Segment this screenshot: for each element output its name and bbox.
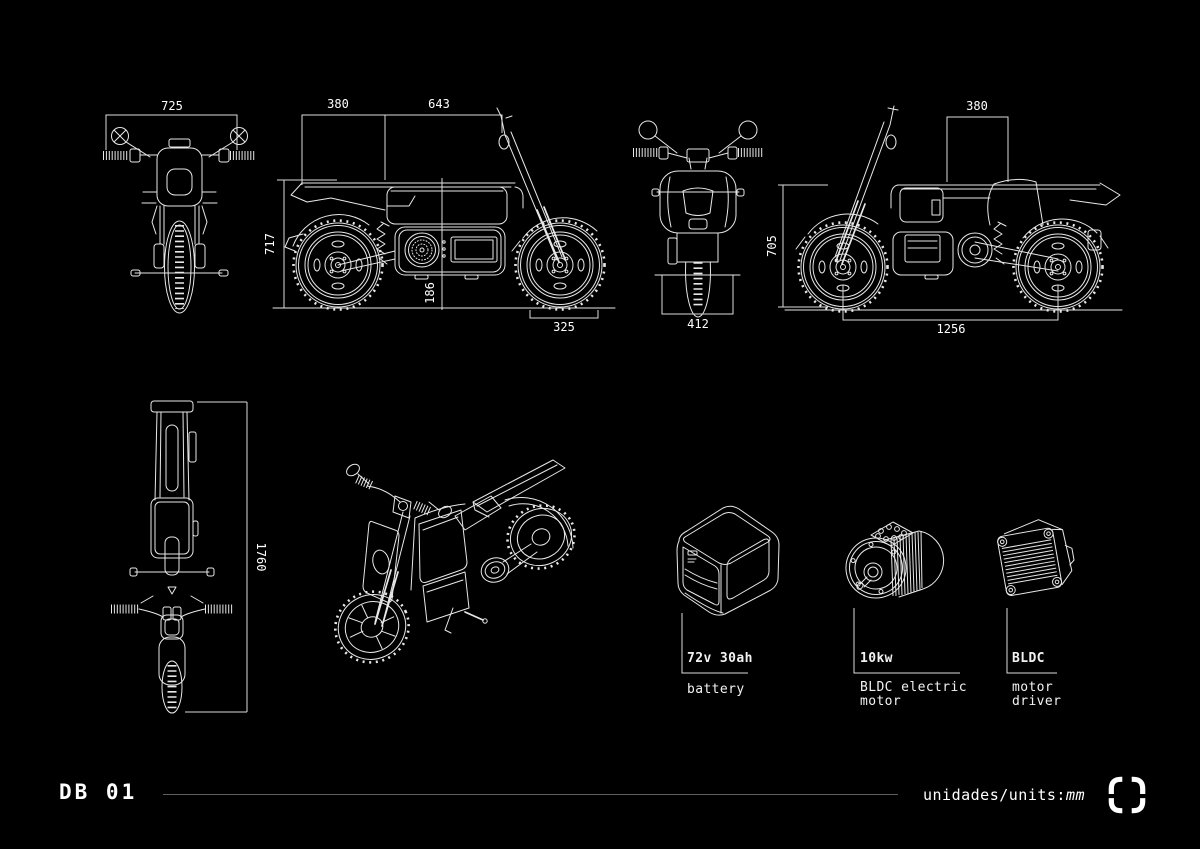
- dim-front-length: 643: [428, 97, 450, 111]
- units-text: unidades/units:: [923, 786, 1066, 804]
- motor-illustration: [845, 521, 960, 674]
- dim-length-1760: 1760: [254, 543, 268, 572]
- side-view-rear-drawing: 380 643 717: [263, 97, 616, 334]
- dim-height-717: 717: [263, 233, 277, 255]
- units-value: mm: [1065, 786, 1086, 804]
- units-label: unidades/units:mm: [923, 786, 1085, 804]
- battery-leader-line: [681, 613, 748, 674]
- dim-front-width: 725: [161, 99, 183, 113]
- isometric-view-drawing: [334, 459, 576, 664]
- battery-name-label: battery: [687, 682, 745, 697]
- battery-illustration: [676, 505, 780, 674]
- dim-wheelbase-1256: 1256: [937, 322, 966, 336]
- driver-name-label-line1: motor: [1012, 680, 1054, 695]
- motor-leader-line: [853, 608, 960, 674]
- page-title: DB 01: [59, 780, 138, 804]
- motor-name-label-line2: motor: [860, 694, 902, 709]
- brand-logo-icon: [1108, 776, 1146, 814]
- battery-spec-label: 72v 30ah: [687, 651, 753, 666]
- dim-top-380: 380: [966, 99, 988, 113]
- top-view-drawing: 1760: [111, 400, 268, 714]
- dim-rack-length: 380: [327, 97, 349, 111]
- driver-leader-line: [1006, 608, 1057, 674]
- side-view-front-drawing: 380 705: [765, 99, 1123, 336]
- dim-clearance-186: 186: [423, 282, 437, 304]
- dim-height-705: 705: [765, 235, 779, 257]
- dim-rear-width-412: 412: [687, 317, 709, 331]
- driver-illustration: [997, 519, 1075, 674]
- motor-name-label-line1: BLDC electric: [860, 680, 967, 695]
- dim-front-wheel-325: 325: [553, 320, 575, 334]
- driver-name-label-line2: driver: [1012, 694, 1062, 709]
- footer-divider: [163, 794, 898, 795]
- front-view-drawing: 725: [103, 99, 256, 314]
- rear-view-drawing: 412: [633, 120, 763, 331]
- driver-spec-label: BLDC: [1012, 651, 1045, 666]
- motor-spec-label: 10kw: [860, 651, 893, 666]
